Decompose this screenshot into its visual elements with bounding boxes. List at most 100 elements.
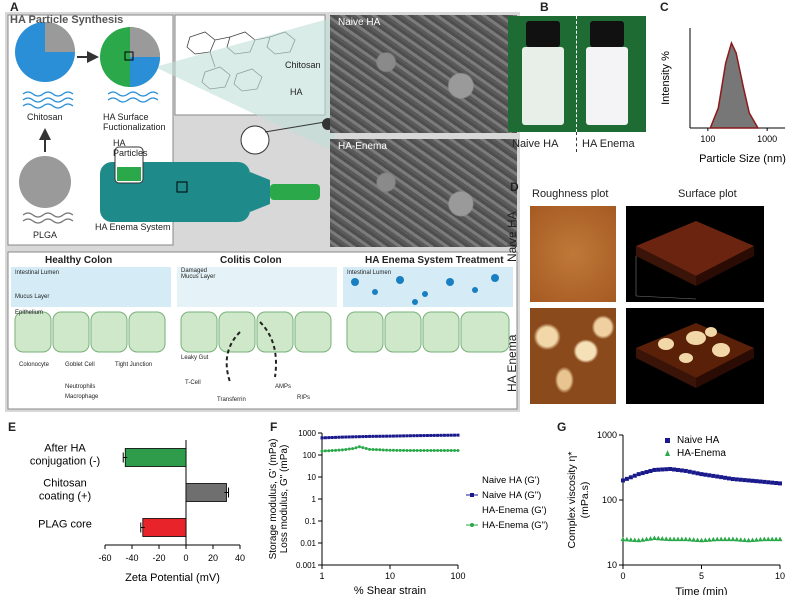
vial-left [518, 21, 568, 126]
f-data-point [429, 449, 433, 453]
f-legend-label: Naive HA (G') [482, 475, 540, 486]
g-data-point [730, 536, 736, 542]
f-legend-label: HA-Enema (G") [482, 520, 548, 531]
f-data-point [422, 449, 426, 453]
f-y-tick-label: 100 [303, 451, 317, 460]
f-data-point [381, 448, 385, 452]
label-damaged-mucus: Damaged Mucus Layer [181, 268, 216, 280]
f-data-point [330, 435, 334, 439]
g-data-point [702, 537, 708, 542]
f-y-tick-label: 0.1 [305, 517, 317, 526]
g-data-point [719, 475, 724, 480]
f-data-point [374, 448, 378, 452]
g-data-point [723, 475, 728, 480]
g-data-point [687, 469, 692, 474]
g-data-point [714, 536, 720, 542]
label-mucus: Mucus Layer [15, 294, 50, 300]
f-data-point [357, 435, 361, 439]
g-data-point [753, 537, 759, 542]
g-data-point [746, 537, 752, 543]
f-data-point [398, 434, 402, 438]
f-data-point [412, 434, 416, 438]
f-data-point [388, 434, 392, 438]
f-data-point [340, 448, 344, 452]
sem-label-naive-ha: Naive HA [338, 17, 381, 28]
g-data-point [644, 470, 649, 475]
f-data-point [351, 447, 355, 451]
g-data-point [668, 466, 673, 471]
label-surface-plot: Surface plot [678, 188, 737, 200]
label-leaky-gut: Leaky Gut [181, 355, 209, 361]
panel-label-g: G [557, 420, 567, 434]
f-legend-label: Naive HA (G") [482, 490, 541, 501]
f-data-point [361, 446, 365, 450]
f-data-point [449, 449, 453, 453]
g-data-point [640, 537, 646, 542]
g-data-point [730, 477, 735, 482]
f-data-point [378, 448, 382, 452]
g-legend-label: Naive HA [677, 435, 720, 446]
g-y-tick-label: 100 [602, 495, 617, 505]
label-ha-particles: HA Particles [113, 138, 148, 158]
g-data-point [726, 536, 732, 542]
f-x-tick-label: 10 [385, 571, 395, 581]
g-data-point [699, 537, 704, 543]
label-tight-junction: Tight Junction [115, 362, 153, 368]
panel-label-d: D [510, 180, 519, 194]
f-data-point [340, 435, 344, 439]
g-data-point [695, 471, 700, 476]
g-data-point [722, 536, 728, 542]
f-data-point [351, 435, 355, 439]
f-data-point [436, 433, 440, 437]
e-bar [124, 448, 187, 467]
f-data-point [429, 433, 433, 437]
g-data-point [750, 478, 755, 483]
f-data-point [385, 448, 389, 452]
f-data-point [364, 434, 368, 438]
g-data-point [691, 470, 696, 475]
label-chem-ha: HA [290, 87, 303, 97]
g-data-point [636, 537, 642, 543]
g-data-point [765, 536, 771, 542]
g-data-point [656, 467, 661, 472]
f-x-tick-label: 100 [450, 571, 465, 581]
g-data-point [778, 481, 782, 486]
g-data-point [660, 467, 665, 472]
g-data-point [672, 467, 677, 472]
f-data-point [442, 449, 446, 453]
f-data-point [371, 434, 375, 438]
g-data-point [624, 476, 629, 481]
g-data-point [746, 478, 751, 483]
g-data-point [663, 536, 669, 541]
f-data-point [361, 435, 365, 439]
f-data-point [323, 436, 327, 440]
g-legend-marker [665, 438, 670, 443]
f-data-point [422, 434, 426, 438]
g-x-tick-label: 0 [620, 571, 625, 581]
f-data-point [364, 447, 368, 451]
panel-b-photo [508, 16, 646, 132]
f-data-point [439, 449, 443, 453]
e-x-axis-label: Zeta Potential (mV) [125, 572, 220, 584]
label-neutrophils: Neutrophils [65, 384, 96, 390]
g-data-point [647, 536, 653, 541]
f-x-tick-label: 1 [319, 571, 324, 581]
g-x-axis-label: Time (min) [675, 586, 727, 595]
f-y-tick-label: 0.001 [296, 561, 317, 570]
f-data-point [419, 449, 423, 453]
g-data-point [777, 536, 783, 542]
label-chitosan: Chitosan [27, 112, 63, 122]
g-data-point [675, 467, 680, 472]
g-data-point [620, 536, 626, 542]
g-data-point [773, 536, 779, 542]
afm-roughness-enema [530, 308, 616, 404]
f-data-point [398, 448, 402, 452]
f-data-point [381, 434, 385, 438]
f-data-point [344, 435, 348, 439]
title-treatment: HA Enema System Treatment [365, 255, 504, 266]
c-x-tick-label: 100 [700, 134, 715, 144]
f-data-point [408, 434, 412, 438]
